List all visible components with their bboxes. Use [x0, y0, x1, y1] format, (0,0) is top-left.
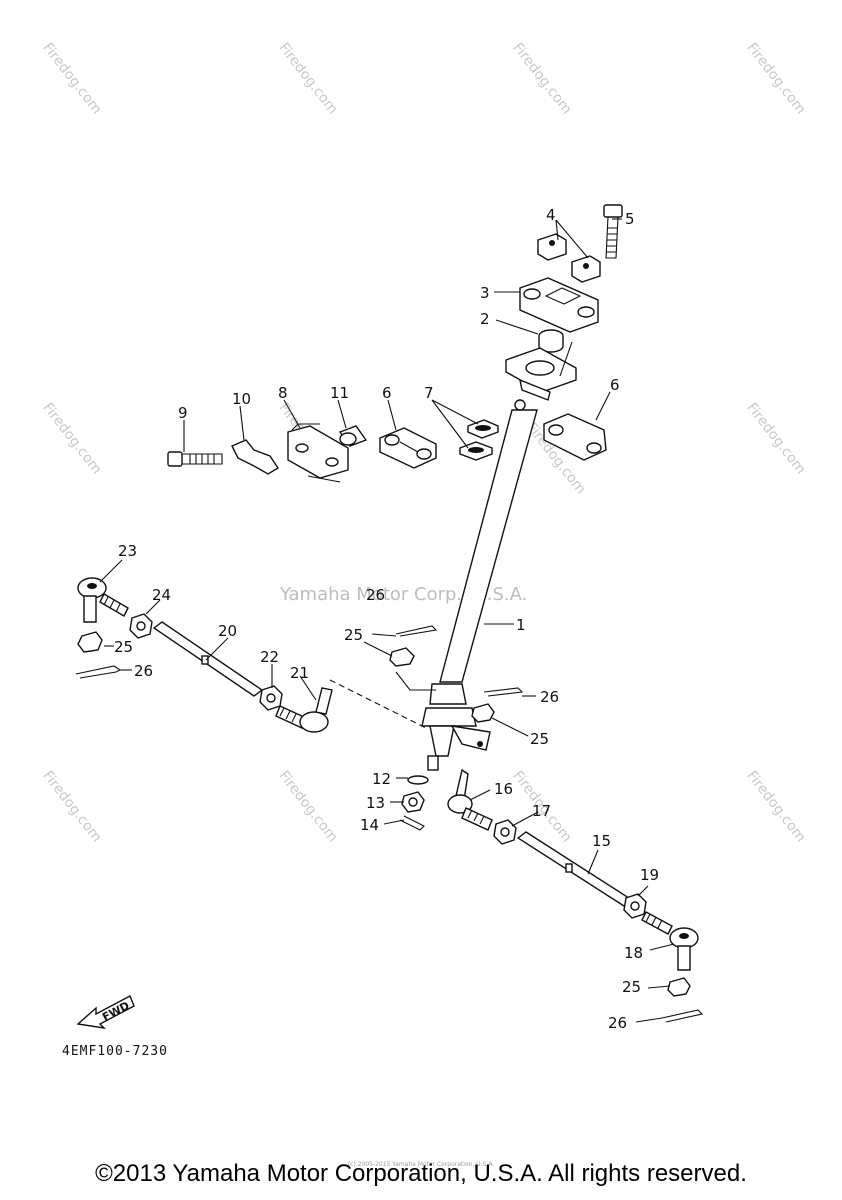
part-bracket-8	[287, 423, 349, 483]
callout-19: 19	[640, 866, 659, 884]
part-bolt-9	[167, 451, 223, 467]
part-cotter-pin-14	[399, 815, 425, 831]
part-cotter-pin-26	[75, 625, 704, 1023]
callout-25: 25	[114, 638, 133, 656]
part-collar-11	[338, 425, 368, 447]
callout-18: 18	[624, 944, 643, 962]
callout-15: 15	[592, 832, 611, 850]
part-nut-17	[493, 819, 517, 845]
callout-13: 13	[366, 794, 385, 812]
callout-23: 23	[118, 542, 137, 560]
part-washer-12	[407, 775, 429, 785]
leader-lines	[99, 218, 675, 1023]
callout-14: 14	[360, 816, 379, 834]
part-rod-end-23	[77, 577, 129, 623]
part-holder-6-right	[543, 413, 607, 461]
callout-6: 6	[610, 376, 620, 394]
part-nut-24	[129, 613, 153, 639]
part-collar-2	[538, 329, 564, 353]
callout-26: 26	[366, 586, 385, 604]
fwd-arrow-icon: FWD	[76, 995, 135, 1030]
part-collar-7	[459, 419, 499, 461]
part-adjust-rod-20	[152, 621, 264, 697]
callout-7: 7	[424, 384, 434, 402]
part-nut-25	[77, 631, 691, 997]
callout-25: 25	[530, 730, 549, 748]
diagram-code: 4EMF100-7230	[62, 1044, 168, 1059]
part-holder-4	[537, 233, 601, 283]
part-nut-13	[401, 791, 425, 813]
callout-8: 8	[278, 384, 288, 402]
part-rod-end-16	[447, 768, 493, 831]
callout-20: 20	[218, 622, 237, 640]
part-handle-holder-3	[519, 277, 599, 333]
callout-22: 22	[260, 648, 279, 666]
part-bolt-5	[603, 204, 623, 259]
callout-17: 17	[532, 802, 551, 820]
part-holder-6-left	[379, 427, 437, 469]
callout-25: 25	[622, 978, 641, 996]
callout-26: 26	[134, 662, 153, 680]
part-rod-end-18	[641, 911, 699, 971]
callout-25: 25	[344, 626, 363, 644]
callout-6: 6	[382, 384, 392, 402]
part-rod-end-21	[275, 687, 333, 733]
callout-11: 11	[330, 384, 349, 402]
callout-2: 2	[480, 310, 490, 328]
callout-16: 16	[494, 780, 513, 798]
callout-26: 26	[608, 1014, 627, 1032]
callout-26: 26	[540, 688, 559, 706]
part-steering-shaft-1	[421, 347, 577, 771]
callout-9: 9	[178, 404, 188, 422]
callout-3: 3	[480, 284, 490, 302]
copyright-notice: ©2013 Yamaha Motor Corporation, U.S.A. A…	[95, 1160, 747, 1187]
fineprint: (c) 2005-2015 Yamaha Motor Corporation, …	[347, 1161, 495, 1168]
part-rod-15	[516, 831, 634, 907]
callout-5: 5	[625, 210, 635, 228]
part-nut-22	[259, 685, 283, 711]
callout-12: 12	[372, 770, 391, 788]
callout-1: 1	[516, 616, 526, 634]
callout-10: 10	[232, 390, 251, 408]
callout-4: 4	[546, 206, 556, 224]
callout-21: 21	[290, 664, 309, 682]
callout-24: 24	[152, 586, 171, 604]
part-nut-19	[623, 893, 647, 919]
part-lock-washer-10	[231, 439, 279, 475]
callout-labels: 1 2 3 4 5 6 6 7 8 9 10 11 12 13 14 15 16…	[114, 206, 659, 1032]
